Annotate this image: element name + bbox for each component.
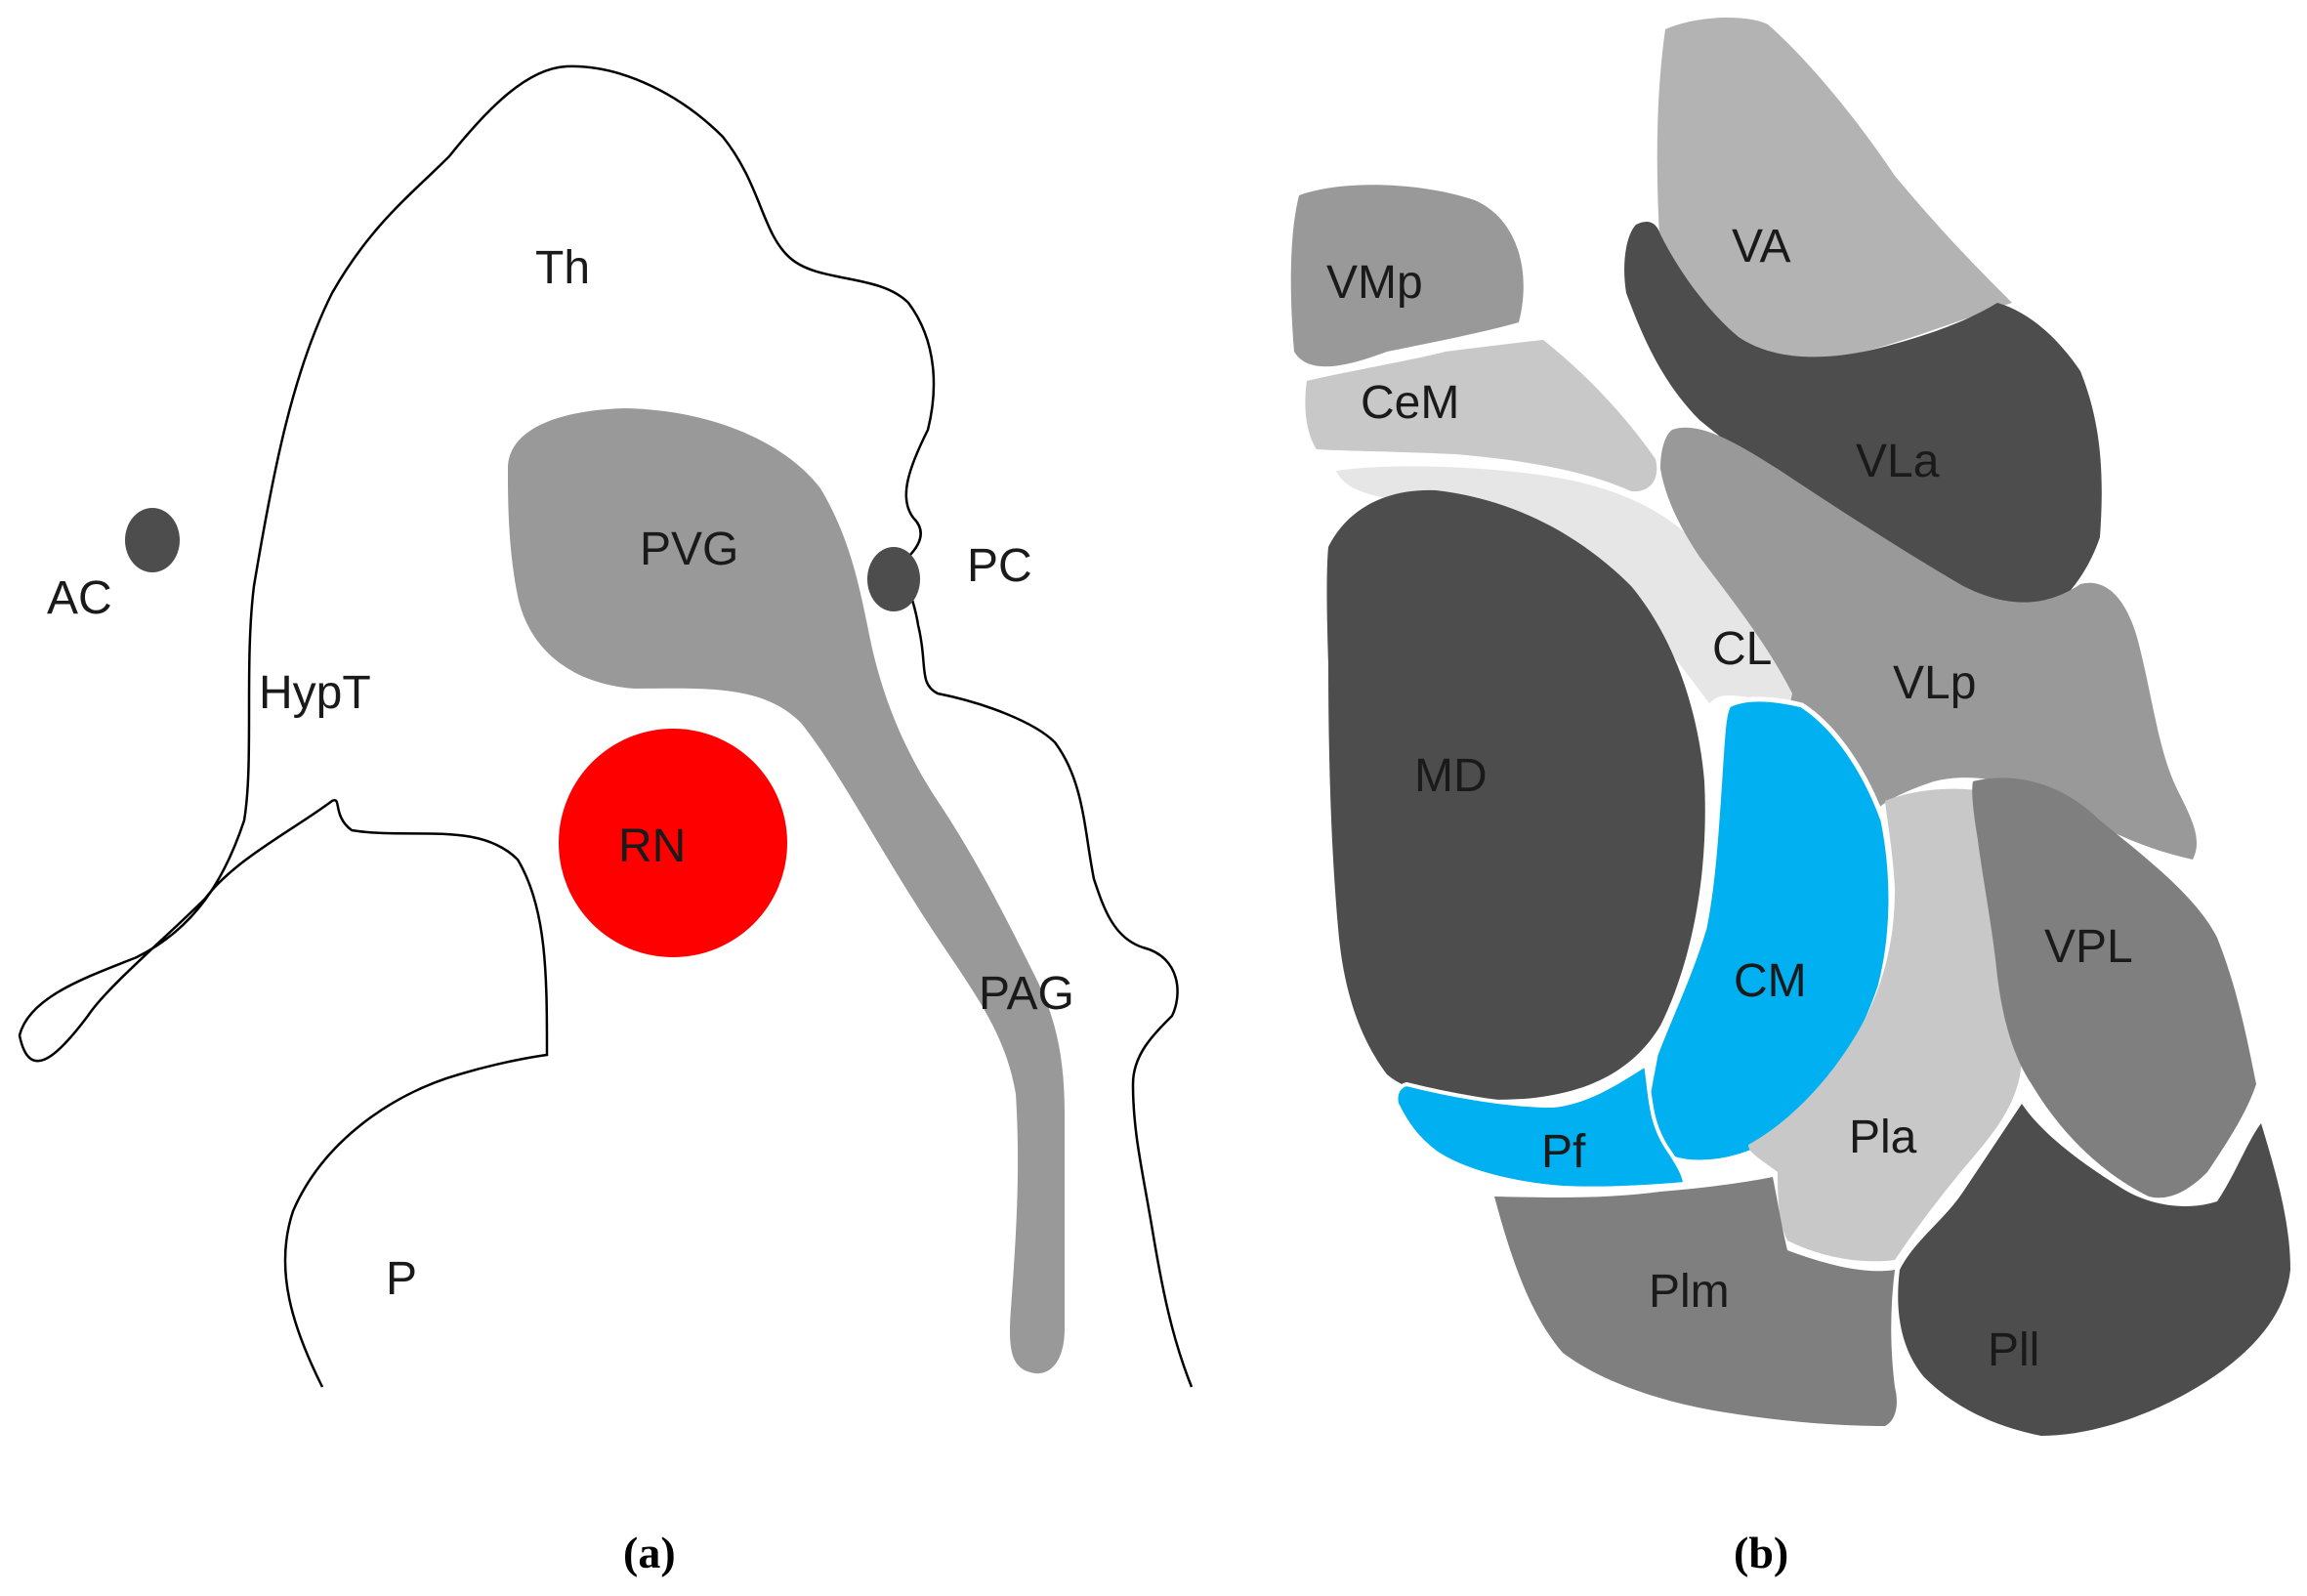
region-va xyxy=(1657,18,2012,365)
region-plm xyxy=(1494,1177,1897,1426)
label-vmp: VMp xyxy=(1326,257,1423,309)
label-rn: RN xyxy=(618,820,686,872)
label-pc: PC xyxy=(967,540,1032,592)
panel-b: VMp CeM VA VLa CL VLp MD CM Pf VPL Pla P… xyxy=(1290,18,2290,1577)
rn-circle xyxy=(559,729,787,957)
label-cm: CM xyxy=(1734,955,1807,1007)
caption-a: (a) xyxy=(623,1528,676,1577)
pvg-pag-shape xyxy=(508,408,1065,1374)
label-pag: PAG xyxy=(979,968,1074,1020)
label-vpl: VPL xyxy=(2044,921,2133,973)
caption-b: (b) xyxy=(1734,1528,1788,1577)
label-vlp: VLp xyxy=(1893,657,1976,709)
brain-outline xyxy=(18,64,1194,1388)
region-md xyxy=(1326,489,1705,1100)
region-vla xyxy=(1624,222,2102,609)
label-pll: Pll xyxy=(1988,1324,2039,1376)
label-ac: AC xyxy=(47,572,112,624)
label-plm: Plm xyxy=(1649,1266,1730,1318)
label-pf: Pf xyxy=(1541,1126,1586,1178)
region-cm xyxy=(1644,696,1894,1165)
label-cl: CL xyxy=(1712,623,1772,675)
label-va: VA xyxy=(1732,221,1790,273)
ac-dot xyxy=(125,508,180,572)
panel-a: Th AC HypT PVG PC RN PAG P (a) xyxy=(18,64,1194,1577)
region-pll xyxy=(1898,1104,2290,1436)
label-cem: CeM xyxy=(1361,377,1459,429)
region-pla xyxy=(1748,788,2022,1262)
region-cl xyxy=(1336,466,1801,703)
label-pvg: PVG xyxy=(640,524,738,575)
region-vpl xyxy=(1972,777,2256,1198)
pc-dot xyxy=(867,547,920,611)
region-pf xyxy=(1394,1061,1688,1191)
label-pla: Pla xyxy=(1849,1112,1917,1163)
region-vmp xyxy=(1290,185,1524,367)
label-md: MD xyxy=(1414,750,1488,802)
label-vla: VLa xyxy=(1856,436,1940,487)
label-th: Th xyxy=(535,242,590,294)
label-hypt: HypT xyxy=(259,667,371,719)
label-p: P xyxy=(386,1253,417,1305)
region-cem xyxy=(1305,340,1657,492)
